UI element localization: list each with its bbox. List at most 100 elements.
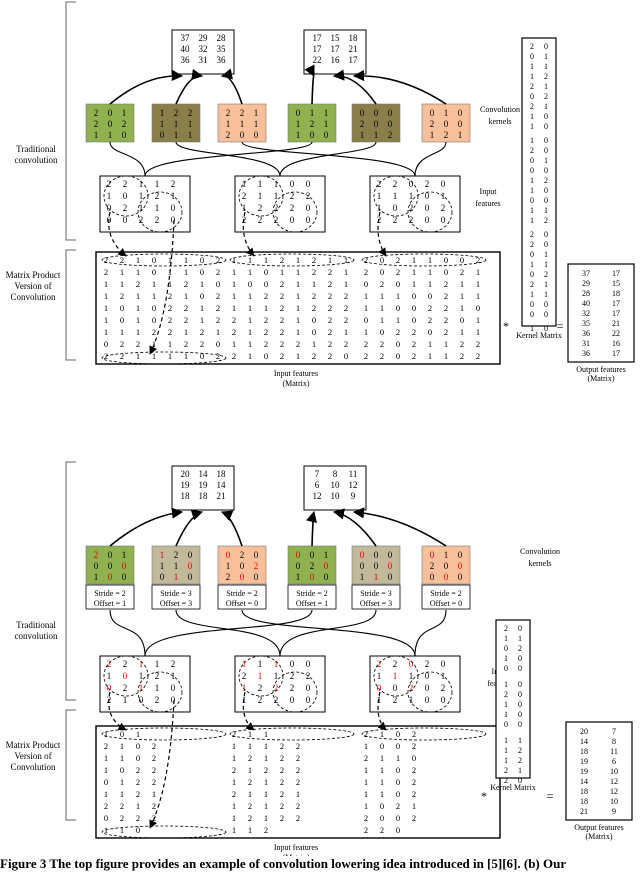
input-feature-cell: 2 (258, 215, 263, 225)
stride-offset-box (351, 584, 401, 610)
kernel-matrix-cell: 0 (530, 156, 534, 165)
input-matrix-cell: 2 (216, 291, 220, 301)
input-matrix-cell: 0 (380, 255, 384, 265)
input-matrix-cell: 2 (380, 825, 384, 835)
kernel-cell: 0 (108, 561, 113, 571)
input-matrix-cell: 1 (476, 327, 480, 337)
kernel-matrix-cell: 0 (504, 644, 508, 653)
input-matrix-cell: 0 (412, 315, 416, 325)
input-matrix-cell: 1 (136, 801, 140, 811)
output-matrix-cell: 9 (612, 807, 616, 816)
input-feature-cell: 2 (425, 179, 430, 189)
input-matrix-cell: 0 (200, 255, 204, 265)
lowered-row-ellipse (229, 253, 355, 267)
input-kernel-link (414, 609, 447, 657)
input-matrix-cell: 2 (200, 339, 204, 349)
kernel-matrix-box (495, 619, 531, 779)
kernel-matrix-cell: 0 (544, 146, 548, 155)
output-matrix-cell: 37 (582, 269, 590, 278)
kernel-matrix-cell: 1 (530, 186, 534, 195)
input-matrix-cell: 1 (380, 789, 384, 799)
side-label-convolution-2: Convolution (10, 762, 56, 772)
input-matrix-cell: 0 (396, 303, 400, 313)
input-matrix-cell: 2 (444, 327, 448, 337)
kernels-label: Convolution (480, 105, 520, 114)
kernel-cell: 1 (324, 119, 329, 129)
output-matrix-cell: 15 (612, 279, 620, 288)
input-matrix-cell: 0 (264, 279, 268, 289)
kernel-cell: 2 (122, 119, 127, 129)
lowered-row-ellipse (101, 351, 227, 365)
lowering-arrow (149, 699, 175, 829)
input-matrix-cell: 1 (296, 291, 300, 301)
input-matrix-cell: 1 (264, 801, 268, 811)
input-matrix-cell: 2 (248, 801, 252, 811)
input-matrix-cell: 2 (328, 279, 332, 289)
input-matrix-cell: 2 (216, 315, 220, 325)
input-matrix-cell: 1 (444, 351, 448, 361)
input-matrix-cell: 2 (364, 267, 368, 277)
input-matrix-cell: 2 (296, 777, 300, 787)
input-matrix-cell: 1 (136, 729, 140, 739)
kernel-cell: 1 (240, 119, 245, 129)
kernel-cell: 1 (444, 108, 449, 118)
kernel-matrix-cell: 2 (530, 82, 534, 91)
input-feature-cell: 0 (409, 659, 414, 669)
input-matrix-cell: 1 (428, 255, 432, 265)
input-feature-cell: 0 (123, 191, 128, 201)
side-label-convolution: convolution (15, 155, 58, 165)
input-feature-cell: 1 (274, 671, 279, 681)
input-matrix-cell: 1 (136, 267, 140, 277)
kernel-cell: 1 (174, 561, 179, 571)
input-feature-cell: 2 (441, 683, 446, 693)
input-feature-cell: 2 (377, 179, 382, 189)
kernel-matrix-cell: 0 (530, 92, 534, 101)
kernel-matrix-cell: 2 (504, 766, 508, 775)
input-feature-cell: 0 (409, 179, 414, 189)
output-feature-cell: 18 (217, 469, 227, 479)
offset-label: Offset = 1 (94, 599, 126, 608)
matrix-label: Input features (274, 369, 318, 378)
input-matrix-cell: 2 (280, 753, 284, 763)
receptive-field-circle (272, 671, 318, 713)
input-matrix-cell: 2 (396, 801, 400, 811)
kernel-matrix-cell: 0 (544, 324, 548, 333)
input-matrix-cell: 1 (232, 303, 236, 313)
input-matrix-cell: 0 (380, 801, 384, 811)
input-matrix-cell: 1 (264, 753, 268, 763)
offset-label: Offset = 0 (430, 599, 462, 608)
input-matrix-cell: 2 (280, 789, 284, 799)
kernel-matrix-cell: 1 (544, 280, 548, 289)
input-feature-cell: 0 (107, 683, 112, 693)
input-feature-cell: 0 (377, 683, 382, 693)
input-matrix-cell: 2 (280, 813, 284, 823)
kernel-cell: 2 (430, 561, 435, 571)
input-matrix-cell: 2 (136, 339, 140, 349)
input-matrix-cell: 1 (232, 255, 236, 265)
input-feature-cell: 1 (393, 191, 398, 201)
input-matrix-cell: 1 (152, 351, 156, 361)
output-matrix-cell: 18 (612, 289, 620, 298)
output-feature-cell: 12 (349, 480, 358, 490)
input-matrix-cell: 2 (264, 315, 268, 325)
kernel-cell: 2 (226, 108, 231, 118)
input-matrix-cell: 1 (136, 303, 140, 313)
input-matrix-cell: 2 (460, 339, 464, 349)
input-matrix-cell: 1 (104, 303, 108, 313)
input-matrix-cell: 2 (136, 765, 140, 775)
input-matrix-cell: 0 (396, 777, 400, 787)
output-feature-cell: 12 (313, 491, 322, 501)
input-label: Input (480, 187, 498, 196)
kernel-cell: 0 (310, 550, 315, 560)
input-matrix-cell: 1 (120, 279, 124, 289)
input-matrix-cell: 2 (168, 315, 172, 325)
receptive-field-circle (137, 671, 183, 713)
input-matrix-cell: 2 (280, 765, 284, 775)
input-kernel-link (279, 609, 377, 657)
lowered-row-ellipse (101, 253, 227, 267)
input-feature-cell: 1 (139, 659, 144, 669)
input-feature-cell: 2 (155, 215, 160, 225)
kernel-cell: 1 (374, 572, 379, 582)
kernel-cell: 0 (122, 130, 127, 140)
